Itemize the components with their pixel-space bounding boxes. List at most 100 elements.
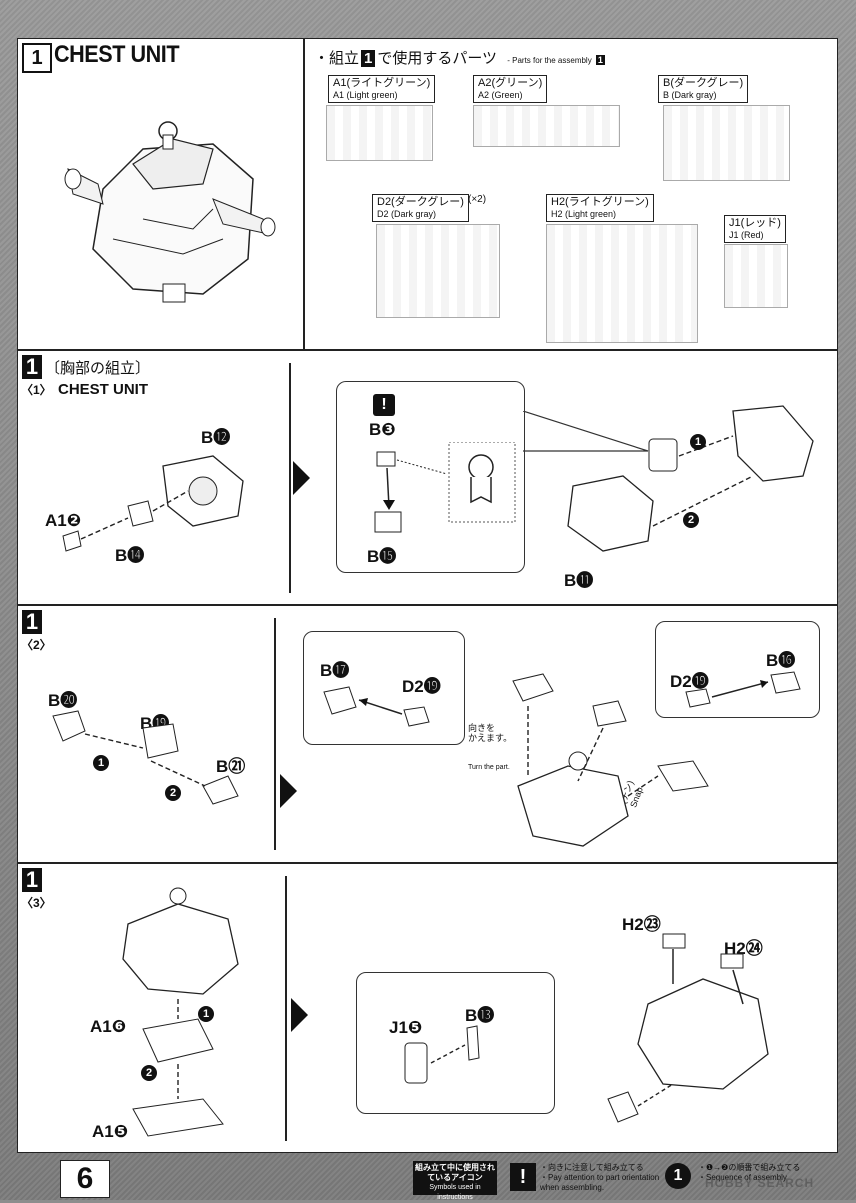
sequence-badge-1: 1: [93, 754, 109, 772]
order-legend-jp: ・❶→❷の順番で組み立てる: [698, 1163, 801, 1172]
icon-legend-title-en: Symbols used in instructions: [429, 1184, 481, 1201]
icon-legend-title: 組み立て中に使用されているアイコン Symbols used in instru…: [413, 1161, 497, 1201]
turn-part-jp: 向きを かえます。: [468, 723, 513, 743]
substep-1-left-illustration: [62, 455, 244, 552]
substep-3-left-illustration: [122, 887, 239, 1137]
runner-sprue-j1: [724, 244, 788, 308]
substep-3-sub-number: 〈3〉: [21, 896, 52, 910]
runner-d2-jp: D2(ダークグレー): [377, 196, 464, 208]
runner-label-a1: A1(ライトグリーン) A1 (Light green): [328, 75, 436, 103]
attention-icon: !: [373, 394, 395, 416]
seq-2: 2: [141, 1064, 157, 1081]
runner-d2-en: D2 (Dark gray): [377, 209, 437, 219]
seq-1: 1: [198, 1005, 214, 1022]
substep-2-sub-number: 〈2〉: [21, 638, 52, 652]
part-label-b21: B㉑: [216, 757, 246, 776]
page-number: 6: [60, 1160, 110, 1198]
part-label-b13: B⓭: [465, 1006, 495, 1025]
runner-j1-jp: J1(レッド): [729, 217, 781, 229]
watermark-logo: HOBBY SEARCH: [705, 1176, 815, 1190]
runner-sprue-h2: [546, 224, 698, 343]
seq-2: 2: [165, 784, 181, 801]
part-label-b17: B⓱: [320, 661, 350, 680]
sequence-badge-1: 1: [198, 1005, 214, 1023]
callout-pointer: [523, 411, 649, 452]
parts-title-en-step: 1: [595, 55, 605, 65]
runner-sprue-a2: [473, 105, 620, 147]
substep-3-right-illustration: [607, 933, 769, 1123]
seq-2: 2: [683, 511, 699, 528]
runner-sprue-b: [663, 105, 790, 181]
sequence-badge-2: 2: [165, 784, 181, 802]
sequence-badge-2: 2: [683, 511, 699, 529]
substep-1-divider: [289, 363, 291, 593]
chest-unit-illustration: [64, 121, 276, 303]
sequence-badge-2: 2: [141, 1064, 157, 1082]
part-label-b11: B⓫: [564, 571, 594, 590]
runner-b-jp: B(ダークグレー): [663, 77, 744, 89]
substep-2-left-illustration: [52, 710, 239, 805]
part-label-b20: B⓴: [48, 691, 78, 710]
attention-callout: ! B❸ B⓯: [336, 381, 525, 573]
callout-parts-illustration: [374, 442, 516, 533]
runner-label-h2: H2(ライトグリーン) H2 (Light green): [546, 194, 654, 222]
order-legend-icon: 1: [665, 1163, 691, 1189]
part-label-b12: B⓬: [201, 428, 231, 447]
part-label-b14: B⓮: [115, 546, 145, 565]
runner-label-j1: J1(レッド) J1 (Red): [724, 215, 786, 243]
bottom-callout: J1❺ B⓭: [356, 972, 555, 1114]
runner-sprue-a1: [326, 105, 433, 161]
substep-3-panel: 1 〈3〉 A1❻ A1❺ 1 2 J1❺ B⓭ H2㉓ H2㉔: [17, 863, 838, 1153]
attention-legend-icon: !: [510, 1163, 536, 1191]
substep-2-panel: 1 〈2〉 B⓴ B⓳ B㉑ 1 2 B⓱ D2⓳ D2⓳ B⓰: [17, 605, 838, 863]
bottom-callout-illustration: [404, 1025, 480, 1084]
part-label-j1-5: J1❺: [389, 1018, 423, 1037]
part-label-h2-24: H2㉔: [724, 939, 763, 958]
left-callout-illustration: [323, 686, 430, 727]
substep-1-panel: 1 〔胸部の組立〕 〈1〉 CHEST UNIT B⓬ A1❷ B⓮ ! B❸ …: [17, 350, 838, 605]
part-label-a1-6: A1❻: [90, 1017, 127, 1036]
substep-2-right-illustration: [512, 673, 709, 847]
attention-legend-jp: ・向きに注意して組み立てる: [540, 1163, 644, 1172]
substep-1-title-jp: 〔胸部の組立〕: [45, 360, 151, 377]
runner-a1-jp: A1(ライトグリーン): [333, 77, 431, 89]
sequence-badge-1: 1: [690, 433, 706, 451]
turn-part-note: 向きを かえます。 Turn the part.: [468, 703, 512, 793]
part-label-d2-19b: D2⓳: [670, 672, 709, 691]
part-label-b15: B⓯: [367, 547, 397, 566]
turn-part-en: Turn the part.: [468, 764, 510, 771]
next-arrow: [293, 461, 310, 495]
substep-1-sub-number: 〈1〉: [21, 383, 52, 397]
substep-1-right-illustration: [567, 405, 814, 552]
runner-h2-jp: H2(ライトグリーン): [551, 196, 649, 208]
parts-title-jp-pre: ・組立: [314, 50, 360, 67]
substep-1-title-en: CHEST UNIT: [58, 381, 148, 398]
runner-j1-en: J1 (Red): [729, 230, 764, 240]
part-label-h2-23: H2㉓: [622, 915, 661, 934]
step-number-badge: 1: [22, 43, 52, 73]
part-label-d2-19a: D2⓳: [402, 677, 441, 696]
part-label-b16: B⓰: [766, 651, 796, 670]
parts-title-en: - Parts for the assembly: [507, 56, 592, 65]
runner-a1-en: A1 (Light green): [333, 90, 398, 100]
runner-h2-en: H2 (Light green): [551, 209, 617, 219]
substep-3-step-badge: 1: [22, 867, 42, 892]
runner-label-a2: A2(グリーン) A2 (Green): [473, 75, 548, 103]
runner-b-en: B (Dark gray): [663, 90, 717, 100]
substep-1-step-badge: 1: [22, 354, 42, 379]
order-legend-en: ・Sequence of assembly: [698, 1173, 787, 1182]
part-label-a1-5: A1❺: [92, 1122, 129, 1141]
next-arrow: [280, 774, 297, 808]
left-callout: B⓱ D2⓳: [303, 631, 465, 745]
parts-title-step: 1: [361, 50, 376, 67]
parts-title-jp-post: で使用するパーツ: [377, 50, 498, 67]
header-divider: [303, 39, 305, 349]
right-callout-illustration: [685, 671, 801, 708]
part-label-a1-2: A1❷: [45, 511, 82, 530]
runner-label-b: B(ダークグレー) B (Dark gray): [658, 75, 749, 103]
substep-2-divider: [274, 618, 276, 850]
substep-3-divider: [285, 876, 287, 1141]
page-title: CHEST UNIT: [54, 41, 180, 68]
